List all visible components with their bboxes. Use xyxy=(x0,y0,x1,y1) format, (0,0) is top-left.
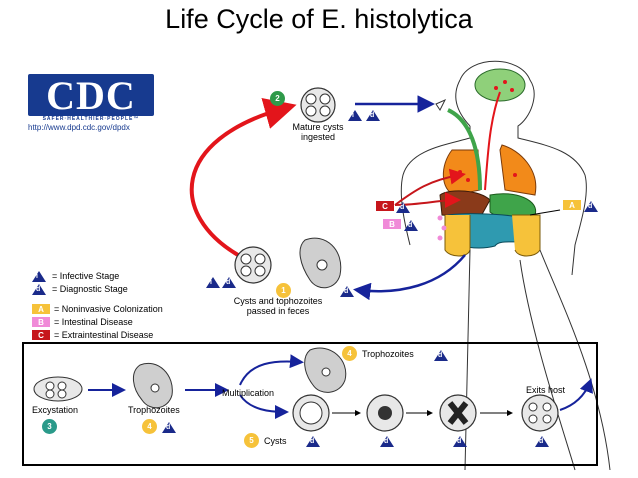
step-1-number: 1 xyxy=(276,283,291,298)
multiplication-label: Multiplication xyxy=(222,388,275,398)
cyst-4-diagnostic-marker: d xyxy=(535,434,549,452)
cyst-3-diagnostic-marker: d xyxy=(453,434,467,452)
large-intestine-left xyxy=(444,215,471,257)
trophozoites-label-top: Trophozoites xyxy=(362,349,414,359)
stage-C-marker: C xyxy=(376,201,394,211)
binucleate-cyst-figure xyxy=(439,394,477,432)
step-4-diagnostic-marker-bottom: d xyxy=(162,420,176,438)
cdc-tagline: SAFER·HEALTHIER·PEOPLE™ xyxy=(42,116,140,122)
legend-extraintestinal-label: = Extraintestinal Disease xyxy=(54,330,154,340)
intestinal-cycle-box xyxy=(22,342,598,466)
step-1-trophozoite-diagnostic-marker: d xyxy=(340,284,354,302)
legend-A-box: A xyxy=(32,304,50,314)
colonization-pointer xyxy=(529,209,561,216)
cdc-logo-text: CDC xyxy=(46,73,136,118)
body-legs xyxy=(464,249,611,471)
step-2-infective-marker: i xyxy=(348,108,362,126)
stage-B-diagnostic-marker: d xyxy=(404,218,418,236)
excystation-label: Excystation xyxy=(32,405,79,415)
exits-host-label: Exits host xyxy=(526,385,566,395)
brain-organ xyxy=(474,68,526,102)
large-intestine-right xyxy=(512,214,541,257)
step-2-label-line1: Mature cysts xyxy=(292,122,344,132)
dissemination-dots xyxy=(458,80,517,182)
legend-extraintestinal: C = Extraintestinal Disease xyxy=(32,329,153,341)
intestinal-disease-dots xyxy=(437,215,447,241)
exits-host-arrow xyxy=(559,378,593,411)
step-4-diagnostic-marker-top: d xyxy=(434,348,448,366)
legend-diagnostic-label: = Diagnostic Stage xyxy=(52,284,128,294)
trophozoites-label-bottom: Trophozoites xyxy=(128,405,180,415)
step-1-label-line2: passed in feces xyxy=(246,306,310,316)
step-4-number-top: 4 xyxy=(342,346,357,361)
legend-infective-icon: i xyxy=(32,270,46,282)
legend-infective-label: = Infective Stage xyxy=(52,271,120,281)
legend-intestinal: B = Intestinal Disease xyxy=(32,316,133,328)
multiplication-up-arrow xyxy=(239,354,304,386)
upper-trophozoite-figure xyxy=(304,347,347,393)
step-4-number-bottom: 4 xyxy=(142,419,157,434)
legend-noninvasive: A = Noninvasive Colonization xyxy=(32,303,163,315)
cysts-label: Cysts xyxy=(264,436,287,446)
step1-cyst-figure xyxy=(234,246,272,284)
mature-cyst-figure xyxy=(300,87,336,123)
step-2-label: Mature cysts ingested xyxy=(288,122,348,142)
cdc-url-link[interactable]: http://www.dpd.cdc.gov/dpdx xyxy=(28,123,130,132)
step1-trophozoite-figure xyxy=(299,237,342,289)
uninucleate-cyst-figure xyxy=(366,394,404,432)
stage-A-marker: A xyxy=(563,200,581,210)
legend-B-box: B xyxy=(32,317,50,327)
extraintestinal-arrow-lung xyxy=(394,168,466,206)
step-2-diagnostic-marker: d xyxy=(366,108,380,126)
cyst-2-diagnostic-marker: d xyxy=(380,434,394,452)
legend-diagnostic-icon: d xyxy=(32,283,46,295)
step-2-label-line2: ingested xyxy=(300,132,336,142)
bottom-trophozoite-figure xyxy=(133,362,173,409)
stage-B-marker: B xyxy=(383,219,401,229)
stage-C-diagnostic-marker: d xyxy=(396,200,410,218)
precyst-figure xyxy=(292,394,330,432)
cdc-logo: CDC xyxy=(28,73,154,118)
cyst-1-diagnostic-marker: d xyxy=(306,434,320,452)
step-1-label: Cysts and tophozoites passed in feces xyxy=(208,296,348,316)
blood-route-to-brain xyxy=(484,91,501,191)
legend-intestinal-label: = Intestinal Disease xyxy=(54,317,133,327)
legend-infective: i = Infective Stage xyxy=(32,270,119,282)
multiplication-down-arrow xyxy=(239,394,289,419)
excretion-arrow xyxy=(353,254,466,301)
step-1-label-line1: Cysts and tophozoites xyxy=(233,296,323,306)
step-3-number: 3 xyxy=(42,419,57,434)
step-2-number: 2 xyxy=(270,91,285,106)
excystation-cyst-figure xyxy=(33,376,83,402)
legend-diagnostic: d = Diagnostic Stage xyxy=(32,283,128,295)
transmission-arrow-red xyxy=(189,97,297,257)
right-lung xyxy=(499,144,537,196)
esophagus-tract xyxy=(447,108,482,191)
step-1-infective-marker: i xyxy=(206,275,220,293)
stage-A-diagnostic-marker: d xyxy=(584,199,598,217)
legend-C-box: C xyxy=(32,330,50,340)
quadrinucleate-cyst-figure xyxy=(521,394,559,432)
step-1-diagnostic-marker: d xyxy=(222,275,236,293)
step-5-number: 5 xyxy=(244,433,259,448)
legend-noninvasive-label: = Noninvasive Colonization xyxy=(54,304,163,314)
page-title: Life Cycle of E. histolytica xyxy=(165,4,473,34)
